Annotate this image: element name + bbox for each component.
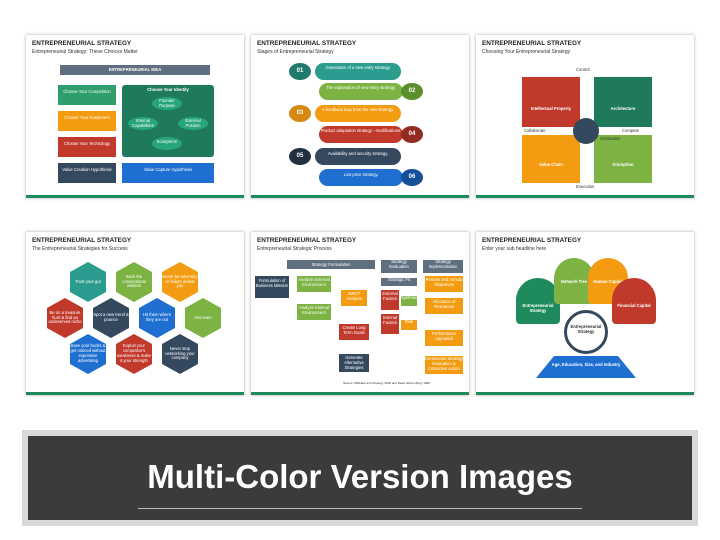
stage-text: Product adaptation strategy - modificati…: [319, 126, 403, 143]
identity-item: Founder Purpose: [152, 97, 182, 110]
slide-2-thumbnail[interactable]: ENTREPRENEURIAL STRATEGY Stages of Entre…: [251, 35, 469, 198]
axis-label: Orientation: [600, 136, 621, 141]
value-capture-box: Value Capture Hypothesis: [122, 163, 214, 183]
slide-accent-bar: [251, 392, 469, 395]
process-box: Strategic Fit: [381, 277, 417, 286]
banner-divider: [138, 508, 582, 509]
identity-item: External Position: [178, 117, 208, 130]
column-header: Strategy Implementation: [423, 259, 463, 273]
stage-text: Generation of a new entry strategy.: [315, 63, 401, 80]
source-note: Source: Wiltbank and Strategy 2006 and R…: [343, 381, 430, 385]
banner-frame: Multi-Color Version Images: [22, 430, 698, 526]
slide-title: ENTREPRENEURIAL STRATEGY: [257, 237, 357, 244]
process-box: Internal Factors: [381, 314, 399, 334]
stage-number: 06: [401, 169, 423, 186]
hex-tile: Hit them where they are not: [139, 298, 175, 338]
process-box: Generate Alternative Strategies: [339, 354, 369, 372]
slide-subtitle: Entrepreneurial Strategy: These Choices …: [32, 49, 138, 55]
left-item: Value Creation Hypothesis: [58, 163, 116, 183]
left-item: Choose Your Competition: [58, 85, 116, 105]
quadrant: Intellectual Property: [522, 77, 580, 127]
column-header: Strategy Evaluation: [381, 259, 417, 273]
stage-number: 05: [289, 148, 311, 165]
process-box: SWOT Analysis: [341, 290, 367, 306]
hex-tile: Buck the conventional wisdom: [116, 262, 152, 302]
stage-text: Availability and security strategy.: [315, 148, 401, 165]
process-box: Allocation of Resources: [425, 298, 463, 314]
process-box: Analyze Internal Environment: [297, 304, 331, 320]
slide-accent-bar: [251, 195, 469, 198]
center-label: Entrepreneurial Strategy: [570, 324, 602, 334]
slide-subtitle: Enter your sub headline here: [482, 246, 547, 252]
axis-label: Collaborate: [524, 128, 546, 133]
identity-panel: Choose Your Identity Founder Purpose Int…: [122, 85, 214, 157]
axis-label: Control: [576, 67, 590, 72]
process-box: Performance Appraisal: [425, 330, 463, 346]
petal: Entrepreneurial Strategy: [516, 278, 560, 324]
idea-header: ENTREPRENEURIAL IDEA: [60, 65, 210, 75]
stage-text: Low price strategy.: [319, 169, 403, 186]
hex-tile: Trust your gut: [70, 262, 106, 302]
petal: Network Ties: [554, 258, 594, 304]
slide-3-thumbnail[interactable]: ENTREPRENEURIAL STRATEGY Choosing Your E…: [476, 35, 694, 198]
identity-title: Choose Your Identity: [147, 87, 189, 92]
slide-5-thumbnail[interactable]: ENTREPRENEURIAL STRATEGY Entrepreneurial…: [251, 232, 469, 395]
process-box: Synthesis: [401, 295, 419, 306]
hex-tile: Be on a treasure hunt & find an undeserv…: [47, 298, 83, 338]
stage-number: 02: [401, 83, 423, 100]
slide-subtitle: The Entrepreneurial Strategies for Succe…: [32, 246, 128, 252]
base-trapezoid: Age, Education, Size, and Industry: [536, 356, 636, 378]
slide-subtitle: Entrepreneurial Strategic Process: [257, 246, 332, 252]
identity-item: Ecosystem: [152, 137, 182, 150]
slide-6-thumbnail[interactable]: ENTREPRENEURIAL STRATEGY Enter your sub …: [476, 232, 694, 395]
process-box: Formulation of Business Mission: [255, 276, 289, 298]
slide-title: ENTREPRENEURIAL STRATEGY: [32, 40, 132, 47]
stage-number: 01: [289, 63, 311, 80]
axis-label: Compete: [622, 128, 639, 133]
center-circle: Entrepreneurial Strategy: [564, 310, 608, 354]
column-header: Strategy Formulation: [287, 260, 375, 269]
slide-title: ENTREPRENEURIAL STRATEGY: [482, 40, 582, 47]
slide-accent-bar: [476, 392, 694, 395]
stage-number: 03: [289, 105, 311, 122]
slide-title: ENTREPRENEURIAL STRATEGY: [257, 40, 357, 47]
banner: Multi-Color Version Images: [28, 436, 692, 520]
process-box: Policies and Annual Objectives: [425, 276, 463, 292]
slide-1-thumbnail[interactable]: ENTREPRENEURIAL STRATEGY Entrepreneurial…: [26, 35, 244, 198]
slide-accent-bar: [476, 195, 694, 198]
stage-number: 04: [401, 126, 423, 143]
stage-text: A feedback loop from the new strategy.: [315, 105, 401, 122]
left-item: Choose Your Customers: [58, 111, 116, 131]
quadrant: Architecture: [594, 77, 652, 127]
identity-item: Internal Capabilities: [128, 117, 158, 130]
banner-title: Multi-Color Version Images: [147, 458, 573, 495]
stage-text: The exploration of new entry strategy.: [319, 83, 403, 100]
hex-tile: Exploit your competitor's weakness & mak…: [116, 334, 152, 374]
process-box: Create Long Term Goals: [339, 324, 369, 340]
hex-tile: Get team: [185, 298, 221, 338]
slide-subtitle: Stages of Entrepreneurial Strategy: [257, 49, 334, 55]
slide-grid: ENTREPRENEURIAL STRATEGY Entrepreneurial…: [26, 35, 694, 395]
lightbulb-icon: [573, 118, 599, 144]
slide-title: ENTREPRENEURIAL STRATEGY: [32, 237, 132, 244]
axis-label: Execution: [576, 184, 595, 189]
process-box: Analyze External Environment: [297, 276, 331, 292]
hex-tile: Never stop networking your company: [162, 334, 198, 374]
slide-title: ENTREPRENEURIAL STRATEGY: [482, 237, 582, 244]
petal: Financial Capital: [612, 278, 656, 324]
process-box: External Factors: [381, 290, 399, 310]
slide-subtitle: Choosing Your Entrepreneurial Strategy: [482, 49, 571, 55]
hex-tile: Save your bucks & get noticed without ex…: [70, 334, 106, 374]
left-item: Choose Your Technology: [58, 137, 116, 157]
slide-accent-bar: [26, 392, 244, 395]
quadrant: Disruption: [594, 135, 652, 183]
hex-tile: Never be adversity or failure defeat you: [162, 262, 198, 302]
slide-4-thumbnail[interactable]: ENTREPRENEURIAL STRATEGY The Entrepreneu…: [26, 232, 244, 395]
slide-accent-bar: [26, 195, 244, 198]
quadrant: Value Chain: [522, 135, 580, 183]
process-box: Continuous Strategy Evaluation & Correct…: [425, 356, 463, 374]
hex-tile: Spot a new trend & pounce: [93, 298, 129, 338]
process-box: Risk: [401, 319, 417, 330]
